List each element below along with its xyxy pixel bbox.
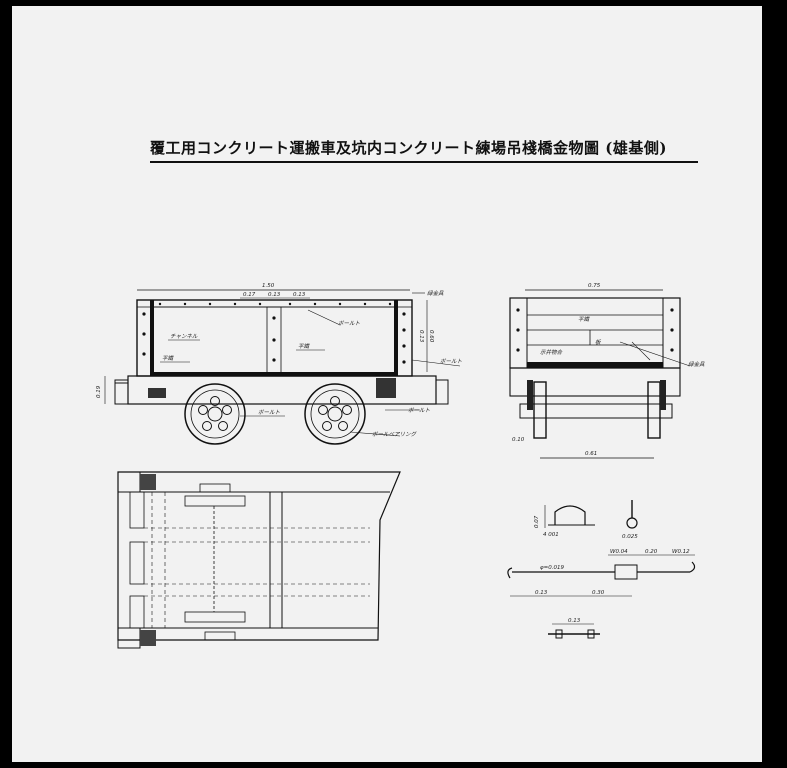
plan-left-block-2: [129, 541, 145, 585]
hook-label-b: 0.07: [534, 515, 540, 528]
title-underline: [150, 161, 698, 163]
end-bottom-band: [527, 362, 663, 368]
dim-spacing-1: 0.17: [243, 292, 256, 298]
plan-axle-bracket-bottom: [184, 611, 246, 623]
plan-left-block-1: [129, 491, 145, 529]
end-bolt-4: [670, 308, 674, 312]
label-flat: 平鐵: [298, 343, 311, 350]
end-body: [509, 297, 681, 369]
ring-label: 0.025: [622, 534, 638, 540]
bolt-dim: 0.13: [568, 618, 581, 624]
post-bolts: [142, 302, 406, 364]
end-chassis: [509, 367, 681, 397]
bottom-band: [150, 372, 398, 376]
label-bolt-lower: ボールト: [258, 409, 281, 416]
plan-view: [117, 471, 401, 649]
rod-label: φ=0.019: [540, 565, 564, 571]
end-dim-left-small: 0.10: [512, 437, 525, 443]
axle-box-left: [148, 388, 166, 398]
turnbuckle-label-3: W0.12: [672, 549, 690, 555]
dim-vertical-2: 0.60: [428, 330, 434, 343]
wheel-right: [304, 383, 366, 445]
drawing-title: 覆工用コンクリート運搬車及坑内コンクリート練場吊棧橋金物圖 (雄基側): [150, 137, 710, 163]
end-dim-bottom: 0.61: [585, 451, 597, 457]
end-bolt-5: [670, 328, 674, 332]
detail-bolt: 0.13: [548, 618, 600, 639]
plan-plate-bl: [140, 630, 156, 646]
plan-outline: [117, 471, 401, 641]
end-label-fitting: 緑金具: [688, 361, 705, 368]
end-label-pivot: 示井物合: [540, 349, 563, 356]
wheel-left: [184, 383, 246, 445]
rod-dim-1: 0.13: [535, 590, 548, 596]
end-label-flat: 平鐵: [578, 316, 591, 323]
end-bolt-3: [516, 348, 520, 352]
end-bolt-6: [670, 348, 674, 352]
detail-ring: 0.025: [622, 500, 638, 540]
label-bolt-lower2: ボールト: [408, 407, 431, 414]
plan-corner-tl: [117, 471, 141, 493]
details: 0.07 4 001 0.025 W0.04 0.20 W0.12 φ=0.: [507, 500, 696, 639]
plan-axle-bracket-top: [184, 495, 246, 507]
plan-left-block-3: [129, 595, 145, 629]
end-bolt-2: [516, 328, 520, 332]
dim-vertical-1: 0.13: [418, 330, 424, 343]
turnbuckle-label-1: W0.04: [610, 549, 628, 555]
label-top-right: 緑金具: [427, 290, 444, 297]
end-bolt-1: [516, 308, 520, 312]
plan-corner-bl: [117, 627, 141, 649]
bearing-leader: [349, 431, 401, 437]
bolt-top-leader: [307, 309, 341, 326]
dim-left: 0.19: [96, 385, 102, 398]
right-buffer-block: [435, 379, 449, 405]
label-channel: チャンネル: [170, 333, 198, 340]
end-axle: [519, 403, 673, 419]
bolt-right-leader: [411, 359, 461, 367]
end-fitting-leader-2: [631, 341, 651, 361]
label-bolt-top: ボールト: [338, 320, 361, 327]
dim-spacing-3: 0.13: [293, 292, 306, 298]
right-band: [394, 300, 398, 376]
end-fitting-leader: [619, 341, 691, 367]
rod-dim-2: 0.30: [592, 590, 605, 596]
detail-hook: 0.07 4 001: [534, 505, 595, 538]
plan-handle-bottom: [204, 631, 236, 641]
plan-plate-tl: [140, 474, 156, 490]
side-view: 1.50 0.17 0.13 0.13: [96, 283, 463, 445]
left-post: [136, 299, 153, 377]
axle-box-right: [376, 378, 396, 398]
detail-turnbuckle: W0.04 0.20 W0.12 φ=0.019 0.13 0.30: [507, 549, 696, 597]
end-wheel-right: [647, 381, 661, 439]
title-text: 覆工用コンクリート運搬車及坑内コンクリート練場吊棧橋金物圖 (雄基側): [150, 139, 667, 157]
end-label-plate: 板: [595, 339, 602, 346]
hook-label-a: 4 001: [543, 532, 559, 538]
label-bolt-right: ボールト: [440, 358, 463, 365]
end-hub-left: [527, 380, 533, 410]
end-dim-top: 0.75: [588, 283, 601, 289]
left-buffer-block: [114, 379, 129, 405]
dim-overall: 1.50: [262, 283, 275, 289]
left-band: [150, 300, 154, 376]
plan-handle-top: [199, 483, 231, 493]
end-view: 0.75 平鐵 示井物合 板 緑金具: [509, 283, 705, 459]
dim-spacing-2: 0.13: [268, 292, 281, 298]
right-post: [396, 299, 413, 377]
label-flat-lower: 平鐵: [162, 355, 175, 362]
turnbuckle-label-2: 0.20: [645, 549, 658, 555]
label-ball-bearing: ボールベアリング: [372, 431, 418, 438]
end-wheel-left: [533, 381, 547, 439]
end-hub-right: [660, 380, 666, 410]
